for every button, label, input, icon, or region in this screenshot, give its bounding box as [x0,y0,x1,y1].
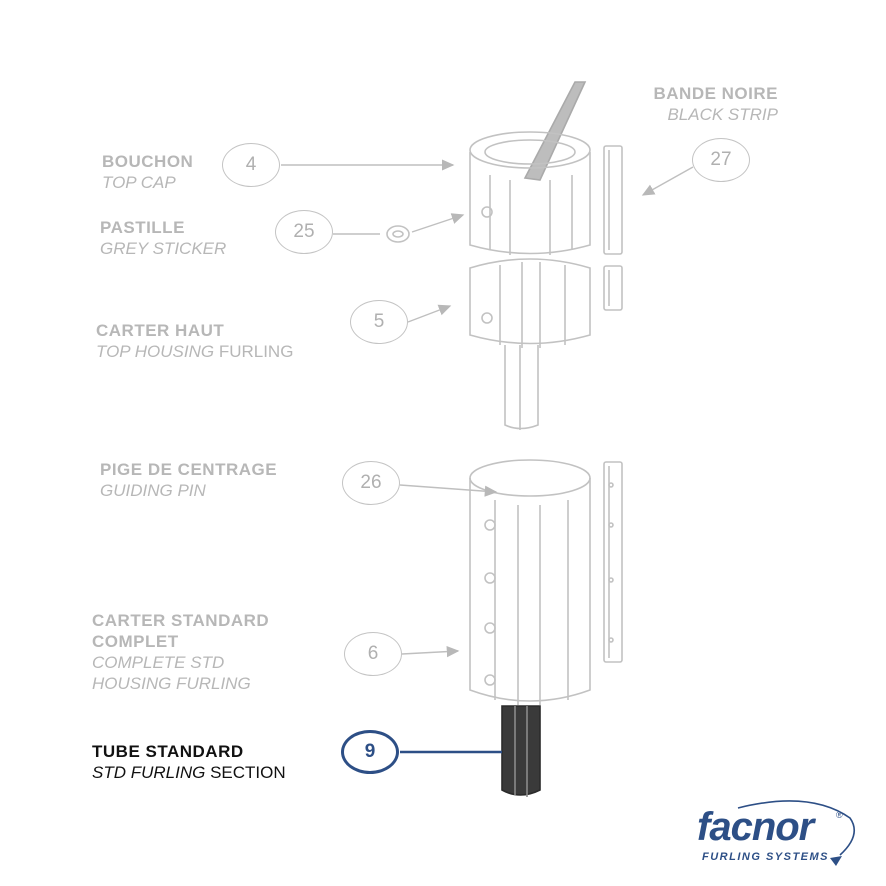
label-en-suffix: FURLING [218,342,294,361]
label-en-line: STD FURLING SECTION [92,762,286,783]
grey-sticker-part [386,225,410,243]
label-fr: BOUCHON [102,152,194,171]
top-housing-part [469,258,591,430]
callout-6: 6 [344,632,402,676]
label-en: TOP HOUSING [96,342,215,361]
callout-5: 5 [350,300,408,344]
label-en-line: TOP HOUSING FURLING [96,341,293,362]
label-top-housing: CARTER HAUT TOP HOUSING FURLING [96,320,293,362]
label-en: BLACK STRIP [667,105,778,124]
label-top-cap: BOUCHON TOP CAP [102,151,193,193]
label-en-line1: COMPLETE STD [92,653,225,672]
top-cap-part [469,131,591,255]
callout-25: 25 [275,210,333,254]
callout-4: 4 [222,143,280,187]
logo-swoosh [737,800,856,856]
label-fr-line1: CARTER STANDARD [92,611,270,630]
label-en: TOP CAP [102,173,176,192]
label-fr: BANDE NOIRE [653,84,778,103]
label-grey-sticker: PASTILLE GREY STICKER [100,217,226,259]
label-en-line2: HOUSING FURLING [92,674,251,693]
registered-mark: ® [836,810,843,820]
label-tube-standard: TUBE STANDARD STD FURLING SECTION [92,741,286,783]
callout-26: 26 [342,461,400,505]
label-en: GREY STICKER [100,239,227,258]
label-fr-line2: COMPLET [92,632,179,651]
logo-tagline: FURLING SYSTEMS [702,851,830,863]
callout-9: 9 [341,730,399,774]
halyard-line [523,81,587,181]
label-guiding-pin: PIGE DE CENTRAGE GUIDING PIN [100,459,277,501]
label-black-strip: BANDE NOIRE BLACK STRIP [600,83,778,125]
label-fr: PASTILLE [100,218,185,237]
callout-27: 27 [692,138,750,182]
label-fr: TUBE STANDARD [92,742,244,761]
label-en-suffix: SECTION [210,763,286,782]
facnor-logo: facnor [697,805,814,849]
label-fr: PIGE DE CENTRAGE [100,460,278,479]
black-strip-part [603,145,623,663]
label-en: GUIDING PIN [100,481,206,500]
label-en: STD FURLING [92,763,206,782]
standard-housing-part [469,459,591,705]
label-fr: CARTER HAUT [96,321,225,340]
label-standard-housing: CARTER STANDARD COMPLET COMPLETE STD HOU… [92,610,269,694]
tube-part [501,705,541,797]
